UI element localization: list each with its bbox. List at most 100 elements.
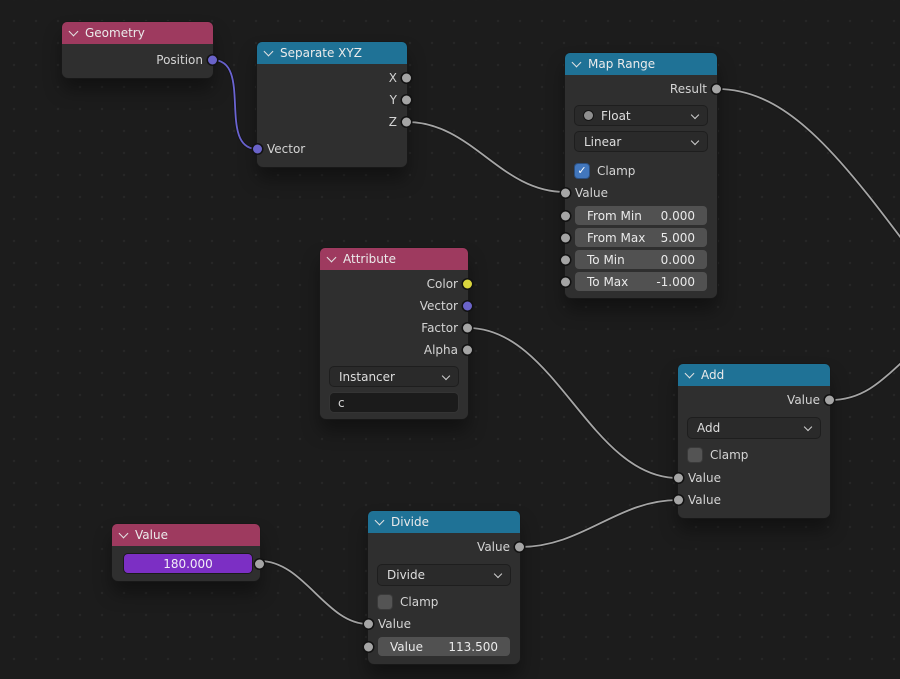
value-field[interactable]: Value 113.500 xyxy=(364,637,510,656)
socket-input-to-min[interactable] xyxy=(561,255,570,264)
clamp-label: Clamp xyxy=(597,164,636,178)
output-row-vector: Vector xyxy=(320,295,472,317)
input-label: Value xyxy=(688,471,721,485)
data-type-dropdown[interactable]: Float xyxy=(575,106,707,125)
input-label: Vector xyxy=(267,142,306,156)
socket-output-alpha[interactable] xyxy=(463,345,472,355)
socket-output-factor[interactable] xyxy=(463,323,472,333)
node-attribute[interactable]: Attribute Color Vector Factor Alpha Inst… xyxy=(320,248,472,419)
from-max-field[interactable]: From Max 5.000 xyxy=(561,228,707,247)
collapse-chevron-icon[interactable] xyxy=(374,515,385,526)
socket-output-z[interactable] xyxy=(402,117,411,127)
output-label: X xyxy=(388,71,397,85)
float-socket-type-icon xyxy=(584,111,593,120)
field-value: 113.500 xyxy=(448,639,498,654)
output-row-alpha: Alpha xyxy=(320,339,472,361)
socket-output-vector[interactable] xyxy=(463,301,472,311)
collapse-chevron-icon[interactable] xyxy=(263,46,274,57)
output-row-y: Y xyxy=(257,89,411,111)
node-title: Map Range xyxy=(588,57,656,71)
output-row-x: X xyxy=(257,67,411,89)
node-value[interactable]: Value 180.000 xyxy=(112,524,264,581)
node-divide-header[interactable]: Divide xyxy=(368,511,520,533)
input-label: Value xyxy=(688,493,721,507)
socket-output-position[interactable] xyxy=(208,55,217,65)
output-label: Y xyxy=(389,93,397,107)
clamp-row: ✓ Clamp xyxy=(565,163,717,179)
socket-output-value[interactable] xyxy=(515,542,524,552)
socket-input-value-1[interactable] xyxy=(674,473,683,483)
socket-input-vector[interactable] xyxy=(253,144,262,154)
socket-output-color[interactable] xyxy=(463,279,472,289)
to-max-field[interactable]: To Max -1.000 xyxy=(561,272,707,291)
clamp-label: Clamp xyxy=(400,595,439,609)
output-row-result: Result xyxy=(565,78,721,100)
socket-output-result[interactable] xyxy=(712,84,721,94)
output-row-value: Value xyxy=(678,389,834,411)
node-title: Add xyxy=(701,368,725,382)
field-label: From Max xyxy=(587,230,646,245)
input-row-value-2: Value xyxy=(674,489,830,511)
socket-input-value-2[interactable] xyxy=(674,495,683,505)
socket-input-value-2[interactable] xyxy=(364,642,373,651)
wire-divide-to-add-value2 xyxy=(519,499,679,548)
output-label: Result xyxy=(669,82,707,96)
clamp-checkbox[interactable] xyxy=(688,448,702,462)
from-min-field[interactable]: From Min 0.000 xyxy=(561,206,707,225)
node-add-header[interactable]: Add xyxy=(678,364,830,386)
node-add[interactable]: Add Value Add Clamp Value Value xyxy=(674,364,834,518)
operation-value: Divide xyxy=(387,568,426,582)
output-label: Position xyxy=(156,53,203,67)
clamp-checkbox[interactable]: ✓ xyxy=(575,164,589,178)
node-attribute-header[interactable]: Attribute xyxy=(320,248,468,270)
socket-output-x[interactable] xyxy=(402,73,411,83)
value-slider[interactable]: 180.000 xyxy=(124,554,264,573)
output-label: Factor xyxy=(421,321,458,335)
clamp-row: Clamp xyxy=(678,447,830,463)
socket-input-to-max[interactable] xyxy=(561,277,570,286)
wire-position-to-vector xyxy=(212,59,258,150)
chevron-down-icon xyxy=(690,110,700,120)
socket-output-y[interactable] xyxy=(402,95,411,105)
attribute-name-input[interactable]: c xyxy=(330,393,458,412)
node-map-range-header[interactable]: Map Range xyxy=(565,53,717,75)
clamp-checkbox[interactable] xyxy=(378,595,392,609)
wire-value-to-divide xyxy=(259,560,369,625)
output-row-z: Z xyxy=(257,111,411,133)
field-label: From Min xyxy=(587,208,642,223)
operation-dropdown[interactable]: Divide xyxy=(378,565,510,585)
field-value: 0.000 xyxy=(660,208,695,223)
node-geometry-header[interactable]: Geometry xyxy=(62,22,213,44)
operation-dropdown[interactable]: Add xyxy=(688,418,820,438)
collapse-chevron-icon[interactable] xyxy=(684,368,695,379)
field-label: Value xyxy=(390,639,423,654)
data-type-value: Float xyxy=(601,108,631,123)
collapse-chevron-icon[interactable] xyxy=(118,528,129,539)
socket-input-value[interactable] xyxy=(561,188,570,198)
node-separate-xyz-header[interactable]: Separate XYZ xyxy=(257,42,407,64)
attribute-type-dropdown[interactable]: Instancer xyxy=(330,367,458,386)
collapse-chevron-icon[interactable] xyxy=(571,57,582,68)
socket-output-value[interactable] xyxy=(825,395,834,405)
node-separate-xyz[interactable]: Separate XYZ X Y Z Vector xyxy=(253,42,411,167)
socket-input-value-1[interactable] xyxy=(364,619,373,629)
wire-result-offscreen xyxy=(716,88,900,239)
socket-output-value[interactable] xyxy=(255,559,264,568)
input-label: Value xyxy=(378,617,411,631)
collapse-chevron-icon[interactable] xyxy=(68,26,79,37)
socket-input-from-min[interactable] xyxy=(561,211,570,220)
clamp-label: Clamp xyxy=(710,448,749,462)
collapse-chevron-icon[interactable] xyxy=(326,252,337,263)
node-divide[interactable]: Divide Value Divide Clamp Value Value 11… xyxy=(364,511,524,664)
wire-factor-to-add-value1 xyxy=(467,327,679,479)
socket-input-from-max[interactable] xyxy=(561,233,570,242)
to-min-field[interactable]: To Min 0.000 xyxy=(561,250,707,269)
node-title: Geometry xyxy=(85,26,145,40)
chevron-down-icon xyxy=(441,371,451,381)
node-geometry[interactable]: Geometry Position xyxy=(62,22,217,78)
node-map-range[interactable]: Map Range Result Float Linear ✓ Clamp Va… xyxy=(561,53,721,298)
node-value-header[interactable]: Value xyxy=(112,524,260,546)
interpolation-dropdown[interactable]: Linear xyxy=(575,132,707,151)
input-row-value: Value xyxy=(561,182,717,204)
